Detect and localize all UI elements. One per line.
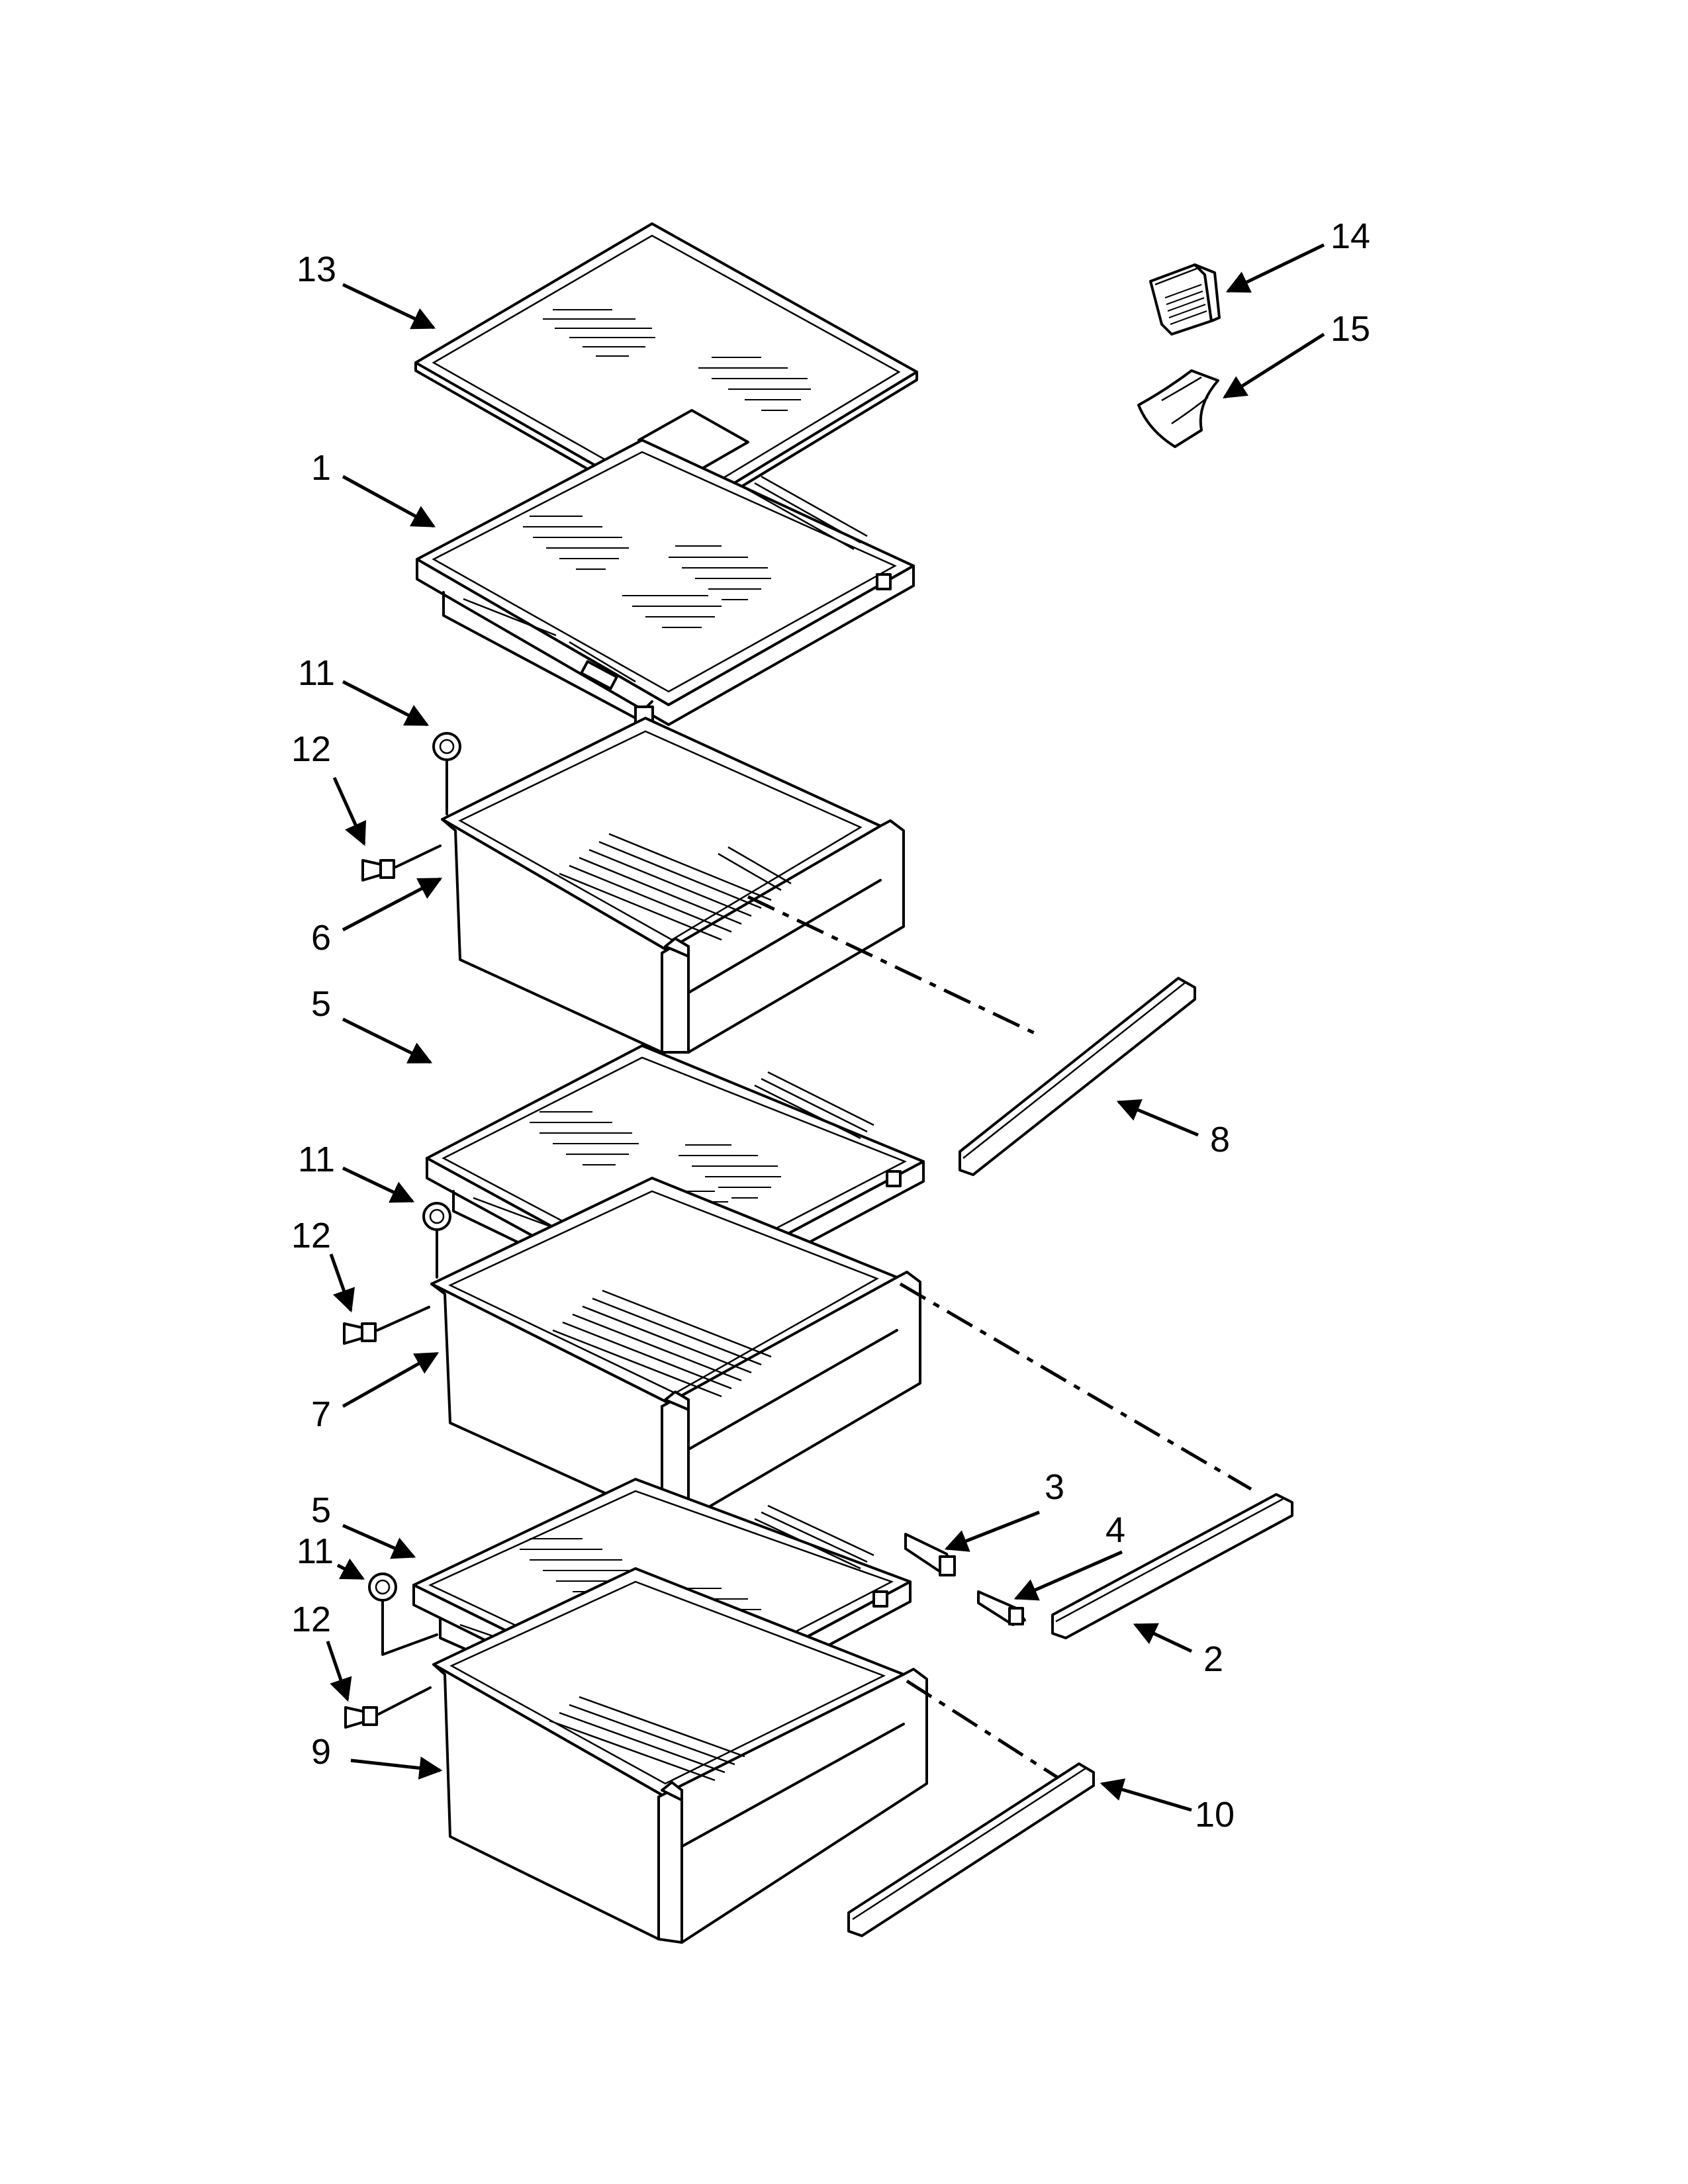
part-3-clip [904,1533,956,1576]
callout-4: 4 [1105,1510,1125,1550]
part-6-crisper-drawer [441,717,905,1054]
callout-1: 1 [311,448,331,488]
part-13-glass-shelf [414,222,918,524]
dash-line-2 [899,1282,1252,1491]
callout-11-lower: 11 [297,1531,334,1571]
callout-10: 10 [1195,1795,1235,1835]
part-11-roller-lower [368,1572,438,1656]
part-14-filter-housing [1149,263,1221,336]
callout-2: 2 [1203,1639,1223,1679]
part-8-rail [959,977,1196,1176]
callout-5-middle: 5 [311,984,331,1024]
callout-7: 7 [311,1394,331,1434]
part-2-rail [1051,1493,1293,1639]
callout-9: 9 [311,1732,331,1772]
callout-11-middle: 11 [298,1140,335,1179]
part-11-roller-upper [432,732,461,815]
part-7-crisper-drawer [430,1177,921,1520]
callout-labels: 13 1 11 12 6 5 8 11 12 7 3 4 5 11 2 12 9… [291,216,1370,1835]
callout-8: 8 [1210,1120,1230,1160]
callout-5-lower: 5 [311,1490,331,1530]
callout-12-lower: 12 [291,1600,331,1639]
part-15-filter-cartridge [1137,369,1219,448]
part-9-bottom-drawer [432,1567,928,1944]
part-4-clip [977,1590,1026,1626]
callout-13: 13 [297,250,336,289]
part-1-shelf-frame [416,439,915,726]
part-12-screw-middle [343,1306,430,1345]
part-11-roller-middle [422,1202,451,1279]
callout-3: 3 [1045,1467,1064,1507]
part-10-rail [847,1762,1095,1937]
part-12-screw-upper [361,844,442,882]
callout-14: 14 [1331,216,1370,256]
callout-12-middle: 12 [291,1216,331,1255]
dash-line-10 [906,1679,1074,1789]
leader-lines [326,243,1325,1812]
callout-12-upper: 12 [291,729,331,769]
part-12-screw-lower [344,1686,432,1729]
callout-6: 6 [311,918,331,958]
callout-15: 15 [1331,309,1370,349]
callout-11-upper: 11 [298,653,335,693]
